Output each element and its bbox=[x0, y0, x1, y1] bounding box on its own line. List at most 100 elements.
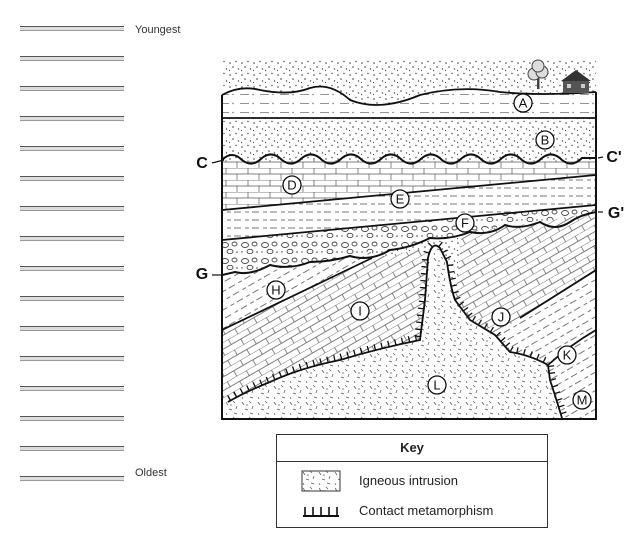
metamorphism-tick bbox=[387, 340, 390, 347]
layer-label-circle-i bbox=[350, 301, 370, 321]
metamorphism-tick bbox=[483, 323, 488, 329]
metamorphism-tick bbox=[285, 368, 289, 375]
metamorphism-tick bbox=[448, 270, 455, 274]
metamorphism-tick bbox=[418, 300, 425, 303]
key-title: Key bbox=[277, 435, 547, 462]
answer-line[interactable] bbox=[20, 236, 124, 241]
metamorphism-tick bbox=[560, 411, 567, 415]
metamorphism-tick bbox=[333, 355, 336, 362]
tree-icon bbox=[527, 59, 549, 89]
metamorphism-tick bbox=[407, 336, 411, 343]
metamorphism-tick bbox=[233, 391, 238, 398]
answer-line[interactable] bbox=[20, 356, 124, 361]
metamorphism-tick bbox=[312, 360, 316, 367]
answer-line[interactable] bbox=[20, 86, 124, 91]
layer-label-a: A bbox=[519, 96, 528, 111]
layer-label-circle-l bbox=[427, 375, 447, 395]
layer-label-m: M bbox=[577, 393, 588, 408]
metamorphism-tick bbox=[415, 328, 422, 331]
metamorphism-tick bbox=[489, 326, 494, 333]
metamorphism-tick bbox=[500, 336, 506, 342]
layer-label-h: H bbox=[271, 283, 280, 298]
unconformity-label-gprime: G' bbox=[608, 205, 624, 222]
layer-label-circle-e bbox=[390, 189, 410, 209]
answer-line[interactable] bbox=[20, 416, 124, 421]
metamorphism-tick bbox=[462, 306, 469, 312]
layer-d bbox=[222, 160, 596, 210]
metamorphism-tick bbox=[536, 353, 540, 360]
answer-line[interactable] bbox=[20, 206, 124, 211]
answer-line[interactable] bbox=[20, 116, 124, 121]
metamorphism-tick bbox=[495, 331, 501, 337]
metamorphism-tick bbox=[529, 351, 533, 358]
boundary-e-f bbox=[222, 204, 596, 241]
youngest-label: Youngest bbox=[135, 24, 181, 36]
answer-line[interactable] bbox=[20, 176, 124, 181]
answer-line[interactable] bbox=[20, 266, 124, 271]
metamorphism-tick bbox=[449, 277, 456, 281]
unconformity-label-cprime: C' bbox=[606, 149, 621, 166]
answer-line[interactable] bbox=[20, 146, 124, 151]
metamorphism-tick bbox=[558, 404, 565, 408]
metamorphism-tick bbox=[438, 241, 443, 248]
metamorphism-tick bbox=[239, 388, 244, 395]
metamorphism-tick bbox=[552, 384, 559, 388]
layer-label-b: B bbox=[541, 133, 550, 148]
metamorphism-tick bbox=[549, 378, 557, 381]
metamorphism-tick bbox=[477, 319, 482, 326]
metamorphism-tick bbox=[427, 242, 433, 248]
intrusion-outline bbox=[419, 244, 471, 341]
answer-line[interactable] bbox=[20, 386, 124, 391]
oldest-label: Oldest bbox=[135, 467, 167, 479]
metamorphism-tick bbox=[467, 312, 473, 318]
key-box: Key Igneous intrusion Contact metamorphi… bbox=[276, 434, 548, 528]
metamorphism-tick bbox=[416, 314, 424, 317]
layer-label-circle-m bbox=[572, 390, 592, 410]
layer-label-e: E bbox=[396, 192, 405, 207]
metamorphism-tick bbox=[442, 249, 449, 254]
boundary-d-e bbox=[222, 174, 596, 211]
answer-line[interactable] bbox=[20, 56, 124, 61]
metamorphism-tick bbox=[259, 379, 263, 386]
metamorphism-tick bbox=[373, 344, 377, 351]
metamorphism-tick bbox=[271, 374, 276, 381]
layer-j bbox=[455, 212, 596, 335]
leader-line bbox=[211, 159, 225, 164]
metamorphism-tick bbox=[423, 250, 430, 254]
metamorphism-tick bbox=[548, 365, 555, 368]
answer-line[interactable] bbox=[20, 326, 124, 331]
metamorphism-tick bbox=[227, 394, 232, 401]
metamorphism-tick bbox=[556, 397, 563, 401]
metamorphism-tick bbox=[380, 342, 383, 349]
metamorphism-tick bbox=[451, 284, 458, 287]
answer-line[interactable] bbox=[20, 296, 124, 301]
answer-line[interactable] bbox=[20, 26, 124, 31]
metamorphism-tick bbox=[353, 349, 356, 356]
metamorphism-tick bbox=[298, 364, 302, 371]
igneous-intrusion-swatch bbox=[301, 470, 341, 492]
layer-label-l: L bbox=[433, 378, 440, 393]
layer-b bbox=[222, 118, 596, 160]
house-icon bbox=[561, 70, 591, 93]
contact-metamorphism-swatch bbox=[303, 507, 339, 517]
layer-label-circle-j bbox=[491, 307, 511, 327]
layer-l-intrusion bbox=[222, 245, 560, 419]
layer-e bbox=[222, 175, 596, 240]
metamorphism-tick bbox=[346, 351, 350, 358]
unconformity-label-c: C bbox=[196, 155, 208, 172]
layer-label-circle-h bbox=[266, 280, 286, 300]
metamorphism-tick bbox=[291, 366, 296, 373]
metamorphism-tick bbox=[400, 337, 404, 344]
answer-line[interactable] bbox=[20, 446, 124, 451]
layer-label-j: J bbox=[498, 310, 505, 325]
metamorphism-tick bbox=[522, 348, 526, 356]
cross-section-frame bbox=[221, 92, 597, 420]
answer-line[interactable] bbox=[20, 476, 124, 481]
metamorphism-tick bbox=[445, 255, 452, 260]
metamorphism-tick bbox=[452, 290, 459, 294]
metamorphism-tick bbox=[305, 361, 309, 369]
